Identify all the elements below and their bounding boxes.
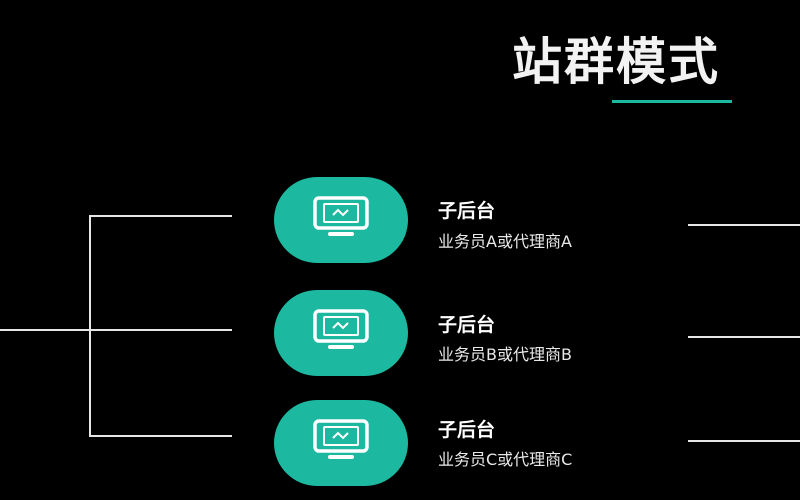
node-title-c: 子后台 bbox=[438, 419, 496, 441]
branch-line-a bbox=[89, 215, 232, 217]
right-line-b bbox=[688, 336, 800, 338]
right-line-c bbox=[688, 440, 800, 442]
title-underline bbox=[612, 100, 732, 103]
node-icon-b bbox=[274, 290, 408, 376]
page-title: 站群模式 bbox=[512, 33, 720, 91]
branch-line-c bbox=[89, 435, 232, 437]
right-line-a bbox=[688, 224, 800, 226]
node-subtitle-b: 业务员B或代理商B bbox=[438, 345, 572, 364]
node-title-b: 子后台 bbox=[438, 314, 496, 336]
node-icon-c bbox=[274, 400, 408, 486]
node-icon-a bbox=[274, 177, 408, 263]
node-subtitle-a: 业务员A或代理商A bbox=[438, 232, 572, 251]
monitor-icon bbox=[313, 419, 369, 459]
monitor-icon bbox=[313, 309, 369, 349]
root-connector-line bbox=[0, 329, 232, 331]
node-subtitle-c: 业务员C或代理商C bbox=[438, 450, 573, 469]
node-title-a: 子后台 bbox=[438, 200, 496, 222]
monitor-icon bbox=[313, 196, 369, 236]
bracket-vertical-line bbox=[89, 215, 91, 437]
